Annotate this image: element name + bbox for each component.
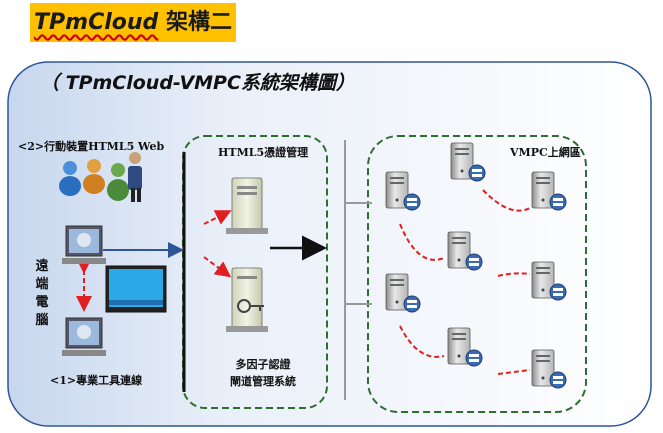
- mobile-web-label: <2>行動裝置HTML5 Web: [18, 140, 165, 153]
- auth-arrow-down: [203, 256, 232, 278]
- vmpc-zone-label: VMPC上網區: [510, 146, 581, 159]
- html5-auth-label: HTML5憑證管理: [218, 146, 309, 159]
- diagram-title: （ TPmCloud-VMPC系統架構圖）: [40, 72, 355, 94]
- slide-title-box: TPmCloud 架構二: [30, 3, 236, 42]
- vm-links: [399, 189, 531, 375]
- mfa-label-line1: 多因子認證: [235, 358, 291, 371]
- mfa-label-line2: 閘道管理系統: [230, 375, 296, 388]
- remote-pc-label: 遠端電腦: [35, 259, 49, 328]
- remote-pc-icon-bottom: [62, 317, 106, 356]
- vmpc-group-border: [367, 135, 587, 413]
- outer-panel: [7, 61, 652, 427]
- auth-arrow-up: [203, 210, 232, 225]
- slide-title-suffix: 架構二: [165, 10, 232, 35]
- key-server-icon: [226, 267, 268, 332]
- laptop-screen-icon: [105, 265, 167, 313]
- auth-group-border: [182, 135, 328, 409]
- users-icon: [59, 152, 142, 202]
- pro-tool-label: <1>專業工具連線: [50, 374, 143, 387]
- slide-title: TPmCloud 架構二: [30, 3, 236, 42]
- auth-server-icon: [226, 177, 268, 234]
- remote-pc-icon-top: [62, 225, 106, 264]
- slide-title-brand: TPmCloud: [34, 10, 159, 35]
